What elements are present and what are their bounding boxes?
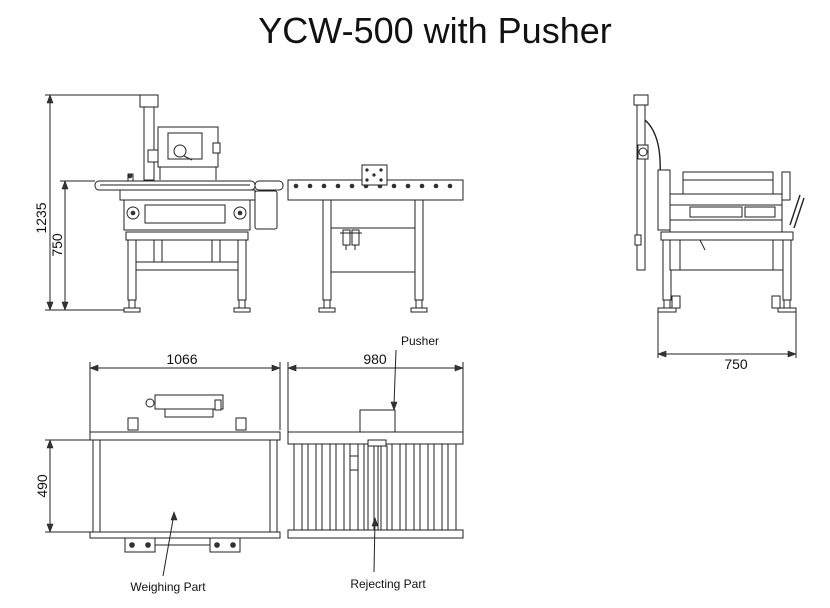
- dim-belt-width: 490: [34, 474, 50, 498]
- side-view: 750: [633, 94, 805, 372]
- dim-weighing-length: 1066: [166, 351, 197, 367]
- front-view-weighing: [94, 94, 284, 313]
- roller-end: [433, 183, 439, 189]
- roller: [405, 443, 415, 531]
- dim-side-width: 750: [724, 356, 748, 372]
- roller: [447, 443, 457, 531]
- roller-end: [405, 183, 411, 189]
- roller: [349, 443, 359, 531]
- roller: [321, 443, 331, 531]
- roller: [419, 443, 429, 531]
- roller-end: [321, 183, 327, 189]
- dim-rejecting-length: 980: [363, 351, 387, 367]
- top-view-weighing: 1066 490 Weighing Part: [34, 351, 281, 594]
- label-pusher: Pusher: [401, 334, 439, 348]
- roller-end: [391, 183, 397, 189]
- drawing-title: YCW-500 with Pusher: [258, 10, 612, 51]
- roller-end: [307, 183, 313, 189]
- roller-end: [335, 183, 341, 189]
- label-weighing-part: Weighing Part: [130, 580, 206, 594]
- height-dimensions: 1235 750: [33, 94, 143, 311]
- roller: [293, 443, 303, 531]
- dim-total-height: 1235: [33, 202, 49, 233]
- roller-end: [419, 183, 425, 189]
- dim-belt-height: 750: [49, 233, 65, 257]
- front-view-rejecting: [287, 164, 464, 313]
- roller-end: [293, 183, 299, 189]
- roller: [433, 443, 443, 531]
- roller-end: [349, 183, 355, 189]
- roller: [307, 443, 317, 531]
- roller: [335, 443, 345, 531]
- roller-end: [447, 183, 453, 189]
- roller: [391, 443, 401, 531]
- label-rejecting-part: Rejecting Part: [350, 577, 426, 591]
- top-view-rejecting: 980 Pusher Rejecting Part: [287, 334, 464, 591]
